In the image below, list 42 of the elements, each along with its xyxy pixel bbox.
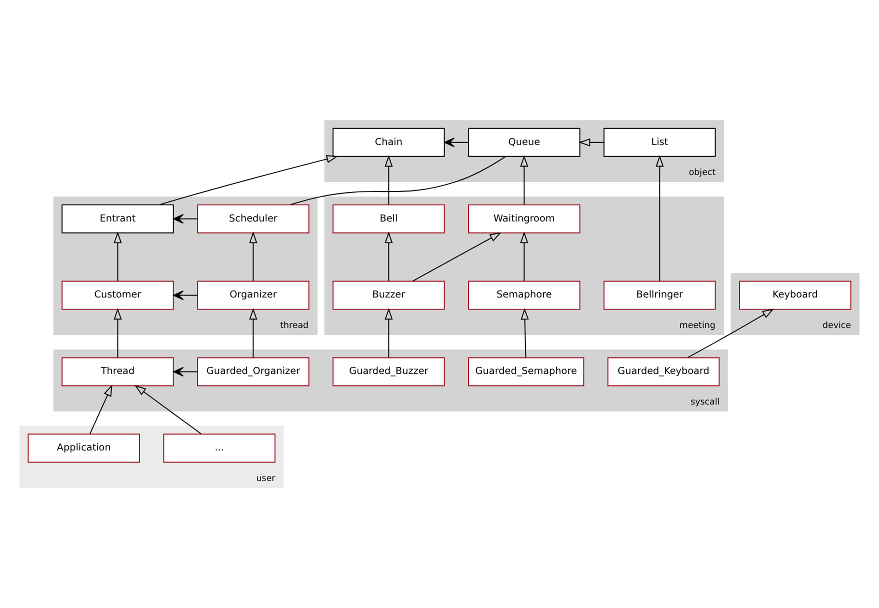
arrow [656,155,664,282]
arrow [384,155,393,206]
arrow [520,155,528,206]
node-box: Queue [468,128,580,157]
arrow [578,138,604,146]
node-box: Guarded_Semaphore [468,357,584,386]
arrow [249,308,258,358]
node-box: ... [163,434,276,463]
arrow [134,385,202,434]
arrow [249,232,258,282]
arrow [114,308,122,358]
arrow [520,232,528,282]
node-box: Scheduler [197,204,310,234]
arrow [173,290,198,300]
node-box: Guarded_Organizer [197,357,310,386]
arrow [159,155,338,206]
node-box: Bell [332,204,445,234]
node-box: Bellringer [604,280,716,310]
node-box: Waitingroom [468,204,580,234]
node-box: Thread [62,357,174,386]
node-box: Entrant [62,204,174,234]
node-box: List [604,128,716,157]
arrow [89,384,112,434]
node-box: Keyboard [739,280,852,310]
node-box: Semaphore [468,280,580,310]
node-box: Guarded_Keyboard [607,357,720,386]
arrow [384,308,393,358]
arrow [520,308,529,358]
node-box: Buzzer [332,280,445,310]
node-box: Organizer [197,280,310,310]
arrow [114,232,122,282]
arrow [444,138,469,148]
arrow [687,308,774,358]
node-box: Customer [62,280,174,310]
arrow [384,232,393,282]
node-box: Chain [332,128,445,157]
connector [290,156,506,206]
arrow [412,232,502,282]
arrow [173,214,198,224]
node-box: Application [28,434,140,463]
arrow [173,366,198,377]
node-box: Guarded_Buzzer [332,357,445,386]
